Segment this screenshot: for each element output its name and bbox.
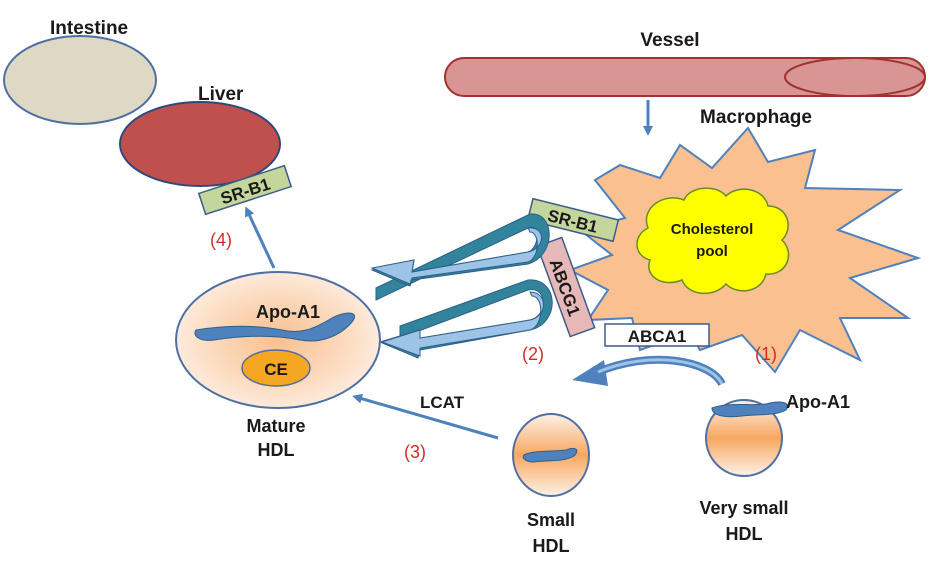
srb1-efflux-arrow-light xyxy=(370,227,542,285)
very-small-hdl-label-line2: HDL xyxy=(726,524,763,544)
step-1-label: (1) xyxy=(755,344,777,364)
mature-hdl-label-line1: Mature xyxy=(246,416,305,436)
very-small-hdl-apoa1-strand xyxy=(711,401,788,418)
small-hdl-label-line2: HDL xyxy=(533,536,570,556)
macrophage-label: Macrophage xyxy=(700,107,812,128)
srb1-macrophage-label: SR-B1 xyxy=(546,206,600,237)
very-small-hdl-particle xyxy=(705,399,783,477)
cholesterol-pool-cloud xyxy=(636,187,790,294)
mature-hdl-label-line2: HDL xyxy=(258,440,295,460)
step-2-label: (2) xyxy=(522,344,544,364)
liver-shape xyxy=(119,101,281,187)
cholesterol-pool-line1: Cholesterol xyxy=(671,221,754,238)
mature-hdl-apoa1-label: Apo-A1 xyxy=(256,302,320,322)
cholesterol-pool-line2: pool xyxy=(696,243,728,260)
ce-core xyxy=(241,349,311,387)
liver-label: Liver xyxy=(198,84,244,105)
step-3-label: (3) xyxy=(404,442,426,462)
very-small-hdl-label-line1: Very small xyxy=(699,498,788,518)
vessel-shape xyxy=(444,57,926,97)
abca1-transporter-box xyxy=(604,323,710,347)
lcat-arrow xyxy=(352,393,499,440)
very-small-hdl-apoa1-label: Apo-A1 xyxy=(786,392,850,412)
vessel-label: Vessel xyxy=(640,30,699,51)
abcg1-efflux-arrow-light xyxy=(380,291,544,357)
abca1-label: ABCA1 xyxy=(628,327,687,346)
step-4-label: (4) xyxy=(210,230,232,250)
ce-label: CE xyxy=(264,360,288,379)
intestine-shape xyxy=(3,35,157,125)
very-small-to-small-hdl-arrow xyxy=(596,355,726,387)
mature-hdl-particle xyxy=(175,271,381,409)
lcat-label: LCAT xyxy=(420,393,465,412)
intestine-label: Intestine xyxy=(50,18,128,39)
very-small-to-small-hdl-arrow-highlight xyxy=(597,358,724,385)
small-hdl-apoa1-strand xyxy=(522,447,578,463)
mature-hdl-to-liver-arrow xyxy=(244,206,276,269)
mature-hdl-apoa1-strand xyxy=(194,312,355,342)
small-hdl-label-line1: Small xyxy=(527,510,575,530)
very-small-to-small-hdl-arrowhead xyxy=(572,360,608,386)
